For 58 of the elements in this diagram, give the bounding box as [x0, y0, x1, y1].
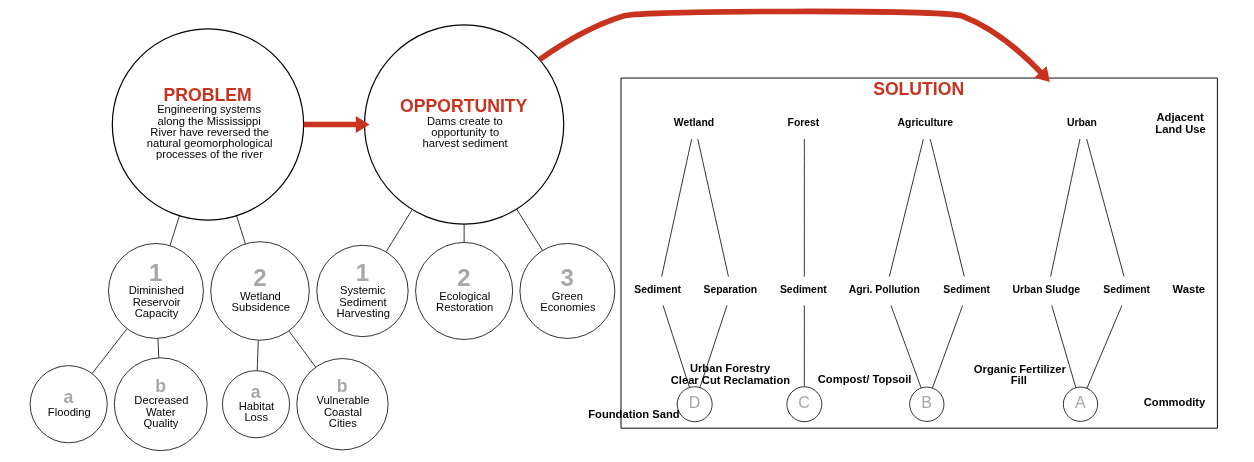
connector [91, 328, 128, 374]
node-text: Sediment [779, 283, 827, 295]
node-label: Compost/ Topsoil [817, 373, 912, 386]
node-circle: 2 Ecological Restoration [415, 242, 514, 340]
arrow [303, 116, 370, 133]
node-circle: 1 Diminished Reservoir Capacity [108, 243, 204, 339]
node-text: Separation [703, 283, 758, 295]
node-circle: a Habitat Loss [222, 370, 290, 439]
connector [1086, 305, 1123, 389]
connector [932, 305, 964, 389]
connector [1086, 138, 1125, 277]
node-label: Organic Fertilizer [973, 363, 1066, 375]
node-label: Fill [1010, 374, 1027, 387]
connector [888, 138, 924, 277]
connector [803, 305, 805, 387]
connector [463, 223, 465, 243]
label: Commodity [1143, 396, 1206, 409]
node-text: Agri. Pollution [848, 283, 920, 295]
connector [1050, 138, 1081, 277]
node-circle: OPPORTUNITY Dams create to opportunity to harvest sediment [363, 24, 565, 225]
connector [890, 305, 922, 389]
label: Waste [1172, 283, 1206, 296]
label: Adjacent Land Use [1155, 111, 1206, 135]
connector [1051, 305, 1077, 389]
connector [385, 209, 413, 252]
node-text: Wetland [673, 117, 715, 129]
node-text: Sediment [634, 283, 682, 295]
node-text: Sediment [943, 283, 991, 295]
node-text: Forest [787, 117, 820, 129]
node-circle: 1 Systemic Sediment Harvesting [316, 244, 409, 338]
node-circle: B [909, 386, 945, 422]
node-circle: A [1062, 386, 1099, 422]
connector [661, 138, 693, 277]
connector [236, 215, 246, 245]
node-label: Urban Forestry [689, 362, 771, 375]
connector [662, 305, 690, 388]
node-circle: C [786, 386, 823, 423]
connector [929, 138, 965, 277]
node-circle: 2 Wetland Subsidence [210, 241, 310, 341]
node-text: Urban [1066, 117, 1097, 129]
node-text: Urban Sludge [1012, 283, 1081, 295]
connector [288, 330, 316, 368]
node-circle: a Flooding [29, 365, 108, 444]
connector [699, 305, 728, 388]
node-circle: PROBLEM Engineering systems along the Mississippi River have reversed the natural geomorphological processes of the river [111, 28, 305, 221]
node-text: Sediment [1103, 283, 1151, 295]
node-circle: 3 Green Economies [519, 243, 616, 339]
node-circle: b Vulnerable Coastal Cities [296, 358, 389, 451]
node-text: Agriculture [897, 117, 954, 129]
connector [697, 138, 729, 277]
connector [169, 215, 180, 246]
node-label: Clear Cut Reclamation [670, 373, 791, 386]
node-circle: b Decreased Water Quality [113, 357, 208, 452]
connector [157, 338, 160, 358]
connector [256, 340, 259, 372]
connector [516, 208, 543, 251]
connector [803, 138, 805, 277]
arrow [538, 8, 1050, 82]
